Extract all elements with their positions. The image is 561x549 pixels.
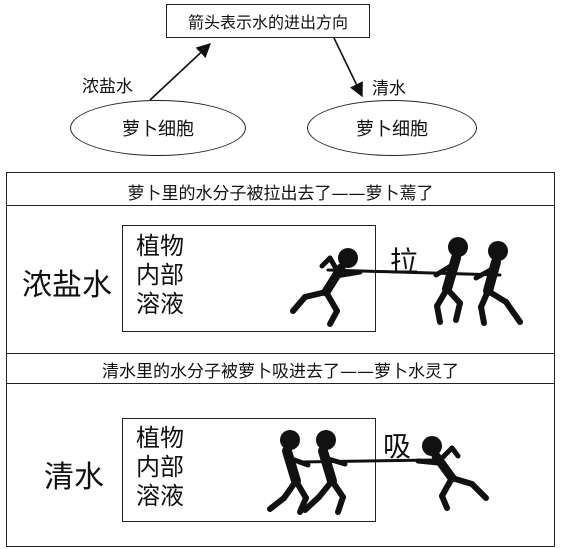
legend-box: 箭头表示水的进出方向	[166, 4, 370, 38]
panel-2-inside-line-3: 溶液	[136, 482, 184, 510]
legend-text: 箭头表示水的进出方向	[187, 13, 348, 32]
panel-1-outside-label: 浓盐水	[22, 268, 112, 303]
panel-1-inside-line-2: 内部	[136, 261, 184, 289]
right-cell-ellipse: 萝卜细胞	[307, 100, 477, 156]
divider-3	[6, 383, 555, 384]
panel-2-outside-label: 清水	[44, 460, 104, 495]
panel-2-verb: 吸	[383, 430, 412, 463]
inflow-arrow	[333, 37, 363, 98]
panel-2-inside-line-1: 植物	[136, 424, 184, 452]
divider-2	[6, 353, 555, 354]
divider-1	[6, 205, 555, 206]
panel-2-caption: 清水里的水分子被萝卜吸进去了——萝卜水灵了	[102, 362, 459, 382]
left-cell-ellipse: 萝卜细胞	[70, 100, 246, 156]
left-cell-label: 萝卜细胞	[122, 119, 194, 140]
panel-1-caption: 萝卜里的水分子被拉出去了——萝卜蔫了	[127, 184, 434, 204]
panel-1-inner-box: 植物 内部 溶液	[122, 225, 376, 332]
right-solution-label: 清水	[372, 79, 406, 99]
panel-2-rope	[298, 458, 436, 464]
panel-2-outside-runner	[415, 436, 489, 511]
left-solution-label: 浓盐水	[82, 77, 133, 97]
panels-frame	[6, 172, 555, 547]
panel-2-inside-line-2: 内部	[136, 453, 184, 481]
panel-1-inside-runner	[290, 248, 363, 327]
panel-2-inner-box: 植物 内部 溶液	[122, 418, 376, 522]
right-cell-label: 萝卜细胞	[356, 119, 428, 140]
outflow-arrow	[149, 43, 212, 101]
panel-1-inside-line-3: 溶液	[136, 290, 184, 318]
panel-1-outside-puller-2	[473, 241, 523, 326]
panel-2-inside-puller-1	[267, 430, 311, 515]
panel-1-outside-puller-1	[433, 237, 468, 325]
panel-1-inside-line-1: 植物	[136, 232, 184, 260]
panel-2-inside-puller-2	[302, 430, 348, 515]
